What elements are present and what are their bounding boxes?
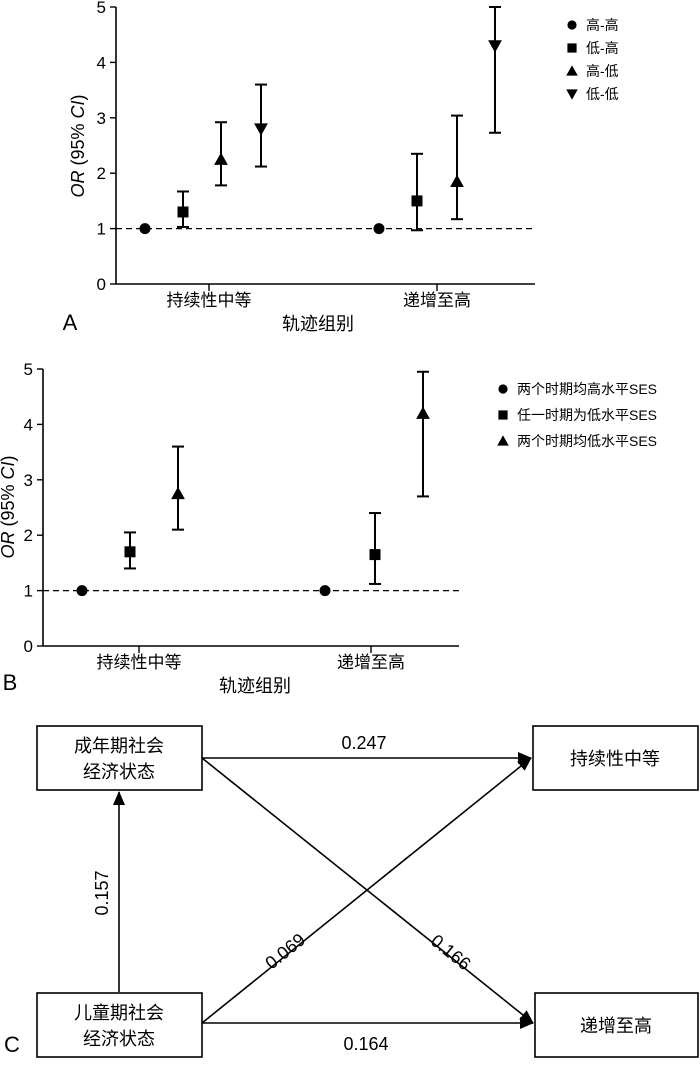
panel-a-legend-label-1: 高-高	[586, 17, 619, 33]
node-adult-ses-line2: 经济状态	[83, 762, 155, 782]
panel-a-y-ticks: 0 1 2 3 4 5	[97, 0, 116, 294]
panel-a-point-s3-c1	[214, 152, 228, 165]
coef-adult-to-increasing: 0.166	[427, 930, 475, 974]
panel-b-point-s2-c1	[124, 546, 136, 558]
panel-a-legend-marker-1	[567, 20, 577, 30]
panel-b-legend-marker-1	[498, 384, 508, 394]
node-moderate-box	[532, 725, 699, 791]
panel-b-chart: 0 1 2 3 4 5 持续性中等 递增至高 轨迹组别 OR (95% CI) B 两个时…	[0, 360, 657, 696]
panel-b-y-tick-label-5: 5	[24, 360, 33, 379]
node-increasing-label: 递增至高	[580, 1016, 652, 1036]
coef-adult-to-moderate: 0.247	[341, 733, 386, 753]
panel-b-x-tick-label-1: 持续性中等	[97, 653, 182, 672]
node-child-ses-line1: 儿童期社会	[74, 1003, 164, 1023]
panel-a-chart: 0 1 2 3 4 5 持续性中等 递增至高 轨迹组别 OR (95% CI) A 高-高…	[63, 0, 619, 335]
panel-b-legend-marker-3	[497, 435, 509, 446]
panel-a-point-s1-c1	[139, 223, 151, 235]
panel-a-point-s2-c1	[177, 206, 189, 218]
panel-a-y-tick-label-2: 2	[97, 164, 106, 183]
panel-b-point-s2-c2	[369, 549, 381, 561]
panel-a-x-tick-label-2: 递增至高	[403, 291, 471, 310]
panel-a-legend: 高-高低-高高-低低-低	[566, 17, 619, 102]
panel-b-y-axis-label: OR (95% CI)	[0, 455, 18, 558]
panel-b-legend-label-2: 任一时期为低水平SES	[517, 407, 657, 423]
panel-a-x-tick-label-1: 持续性中等	[167, 291, 252, 310]
panel-a-x-axis-label: 轨迹组别	[282, 314, 354, 334]
panel-a-y-tick-label-3: 3	[97, 109, 106, 128]
panel-b-label: B	[3, 670, 18, 695]
panel-b-legend-label-1: 两个时期均高水平SES	[517, 381, 657, 397]
panel-a-legend-label-4: 低-低	[586, 86, 619, 102]
node-moderate-label: 持续性中等	[570, 749, 660, 769]
panel-b-legend-label-3: 两个时期均低水平SES	[517, 433, 657, 449]
panel-b-y-tick-label-0: 0	[24, 637, 33, 656]
panel-a-point-s2-c2	[411, 195, 423, 207]
arrow-child-to-moderate	[201, 757, 532, 1024]
panel-a-label: A	[63, 310, 78, 335]
panel-b-y-ticks: 0 1 2 3 4 5	[24, 360, 43, 656]
panel-b-point-s1-c1	[76, 585, 88, 597]
panel-b-y-tick-label-4: 4	[24, 415, 33, 434]
panel-a-legend-marker-4	[566, 89, 578, 100]
node-child-ses-box	[36, 992, 203, 1058]
panel-b-y-tick-label-3: 3	[24, 471, 33, 490]
panel-a-point-s3-c2	[450, 174, 464, 188]
panel-b-y-tick-label-2: 2	[24, 526, 33, 545]
panel-b-x-tick-label-2: 递增至高	[337, 653, 405, 672]
panel-a-point-s4-c2	[488, 40, 502, 53]
panel-b-plot-area	[42, 369, 459, 653]
panel-b-x-axis-label: 轨迹组别	[219, 676, 291, 696]
panel-b-point-s3-c2	[416, 406, 430, 419]
panel-a-y-tick-label-4: 4	[97, 53, 106, 72]
panel-a-plot-area	[115, 6, 535, 291]
panel-b-point-s1-c2	[319, 585, 331, 597]
panel-a-y-tick-label-0: 0	[97, 275, 106, 294]
panel-a-legend-marker-3	[566, 65, 578, 76]
panel-b-legend: 两个时期均高水平SES 任一时期为低水平SES 两个时期均低水平SES	[497, 381, 657, 449]
panel-a-y-tick-label-1: 1	[97, 220, 106, 239]
panel-b-point-s3-c1	[171, 486, 185, 500]
node-child-ses-line2: 经济状态	[83, 1029, 155, 1049]
panel-a-point-s1-c2	[373, 223, 385, 235]
panel-a-legend-marker-2	[567, 43, 577, 53]
panel-b-legend-marker-2	[498, 410, 508, 420]
node-increasing-box	[534, 992, 699, 1058]
panel-a-legend-label-3: 高-低	[586, 63, 619, 79]
panel-c-label: C	[4, 1032, 20, 1057]
coef-child-to-adult: 0.157	[92, 870, 112, 915]
coef-child-to-moderate: 0.069	[261, 929, 309, 973]
node-adult-ses-box	[36, 725, 203, 791]
panel-a-legend-label-2: 低-高	[586, 40, 619, 56]
coef-child-to-increasing: 0.164	[343, 1034, 388, 1054]
panel-a-y-axis-label: OR (95% CI)	[68, 94, 88, 197]
node-adult-ses-line1: 成年期社会	[74, 736, 164, 756]
panel-a-point-s4-c1	[254, 123, 268, 136]
panel-c-path-diagram: 成年期社会 经济状态 儿童期社会 经济状态 持续性中等 递增至高 0.247 0…	[4, 725, 699, 1058]
panel-b-y-tick-label-1: 1	[24, 582, 33, 601]
panel-a-y-tick-label-5: 5	[97, 0, 106, 17]
